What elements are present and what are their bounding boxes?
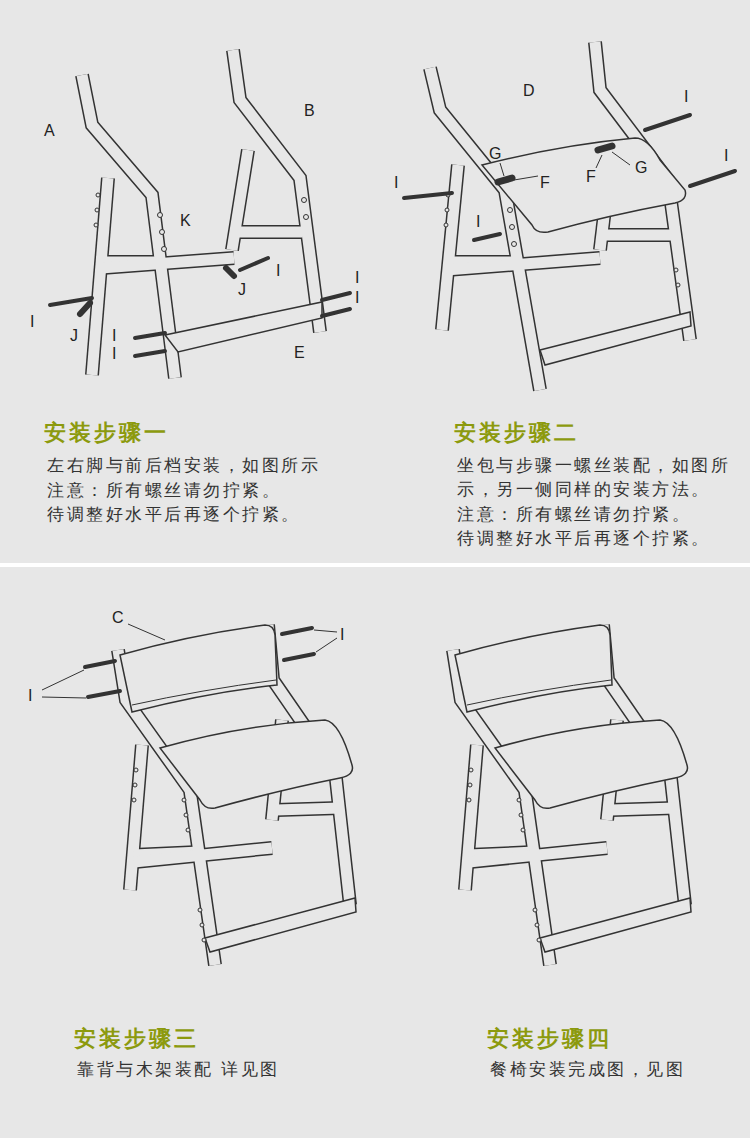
part-letter: G	[635, 159, 647, 177]
callout-letter: I	[724, 147, 728, 165]
step-note: 待调整好水平后再逐个拧紧。	[457, 526, 711, 550]
callout-letter: I	[684, 88, 688, 106]
step-heading: 安装步骤一	[44, 420, 169, 446]
callout-letter: I	[340, 626, 344, 644]
callout-letter: I	[112, 345, 116, 363]
callout-letter: I	[394, 174, 398, 192]
step-note: 左右脚与前后档安装，如图所示	[47, 453, 320, 477]
part-letter: B	[304, 102, 315, 120]
callout-letter: I	[276, 262, 280, 280]
part-letter: C	[112, 609, 124, 627]
part-letter: J	[70, 327, 78, 345]
callout-letter: I	[355, 269, 359, 287]
callout-letter: I	[476, 213, 480, 231]
part-letter: K	[180, 212, 191, 230]
step-note: 靠背与木架装配 详见图	[77, 1057, 280, 1081]
part-letter: F	[586, 168, 596, 186]
step-note: 待调整好水平后再逐个拧紧。	[47, 502, 301, 526]
callout-letter: I	[30, 313, 34, 331]
callout-letter: I	[355, 289, 359, 307]
part-letter: J	[238, 281, 246, 299]
step-heading: 安装步骤三	[74, 1026, 199, 1052]
step-note: 注意：所有螺丝请勿拧紧。	[457, 502, 691, 526]
callout-letter: I	[112, 327, 116, 345]
part-letter: E	[294, 344, 305, 362]
step-note: 坐包与步骤一螺丝装配，如图所示，另一侧同样的安装方法。	[457, 453, 737, 501]
step-note: 注意：所有螺丝请勿拧紧。	[47, 478, 281, 502]
part-letter: G	[489, 145, 501, 163]
step-heading: 安装步骤四	[487, 1026, 612, 1052]
part-letter: F	[540, 174, 550, 192]
callout-letter: I	[28, 687, 32, 705]
part-letter: D	[523, 82, 535, 100]
step-heading: 安装步骤二	[454, 420, 579, 446]
step-note: 餐椅安装完成图，见图	[490, 1057, 685, 1081]
part-letter: A	[44, 122, 55, 140]
